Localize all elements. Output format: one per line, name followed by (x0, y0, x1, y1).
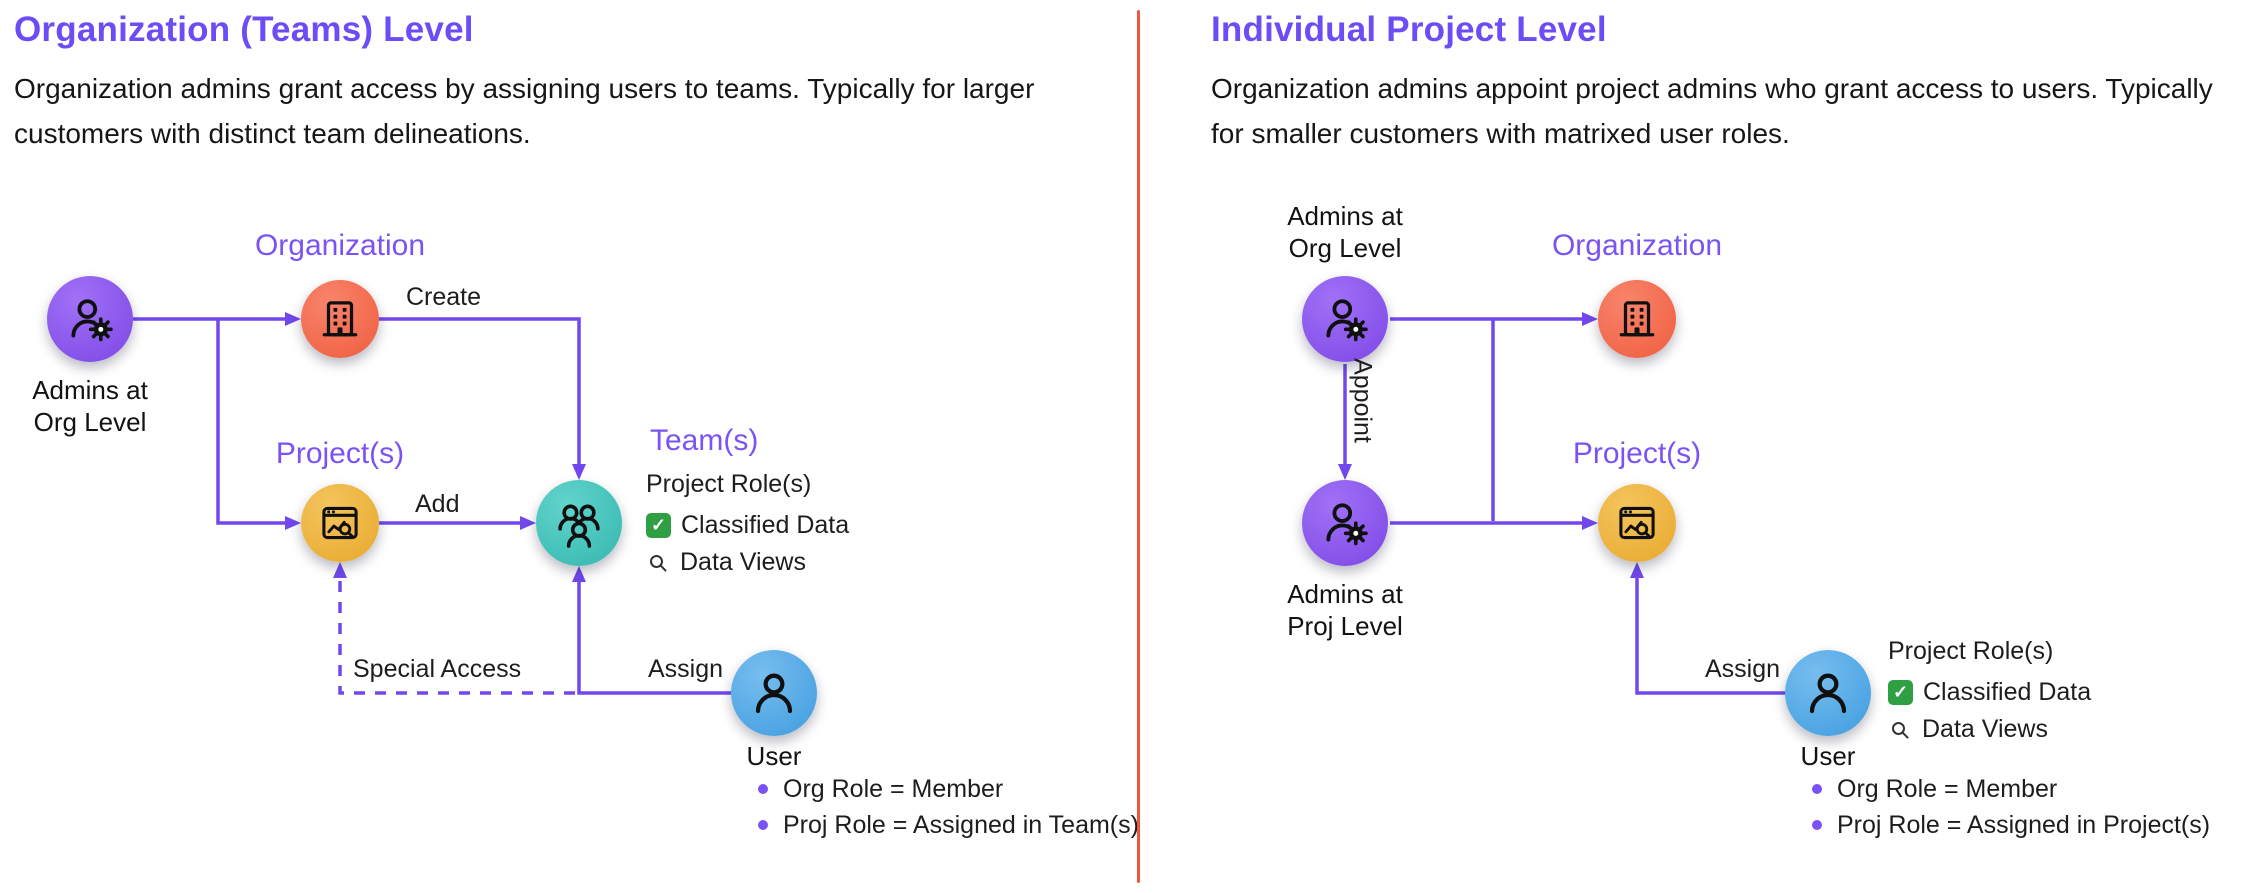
right-panel-title: Individual Project Level (1211, 10, 1607, 49)
team-label-left: Team(s) (650, 424, 759, 457)
dashboard-icon (1619, 506, 1655, 540)
edge-label-assign-right: Assign (1705, 655, 1781, 683)
user-notes-left: Org Role = Member Proj Role = Assigned i… (758, 775, 1139, 840)
organization-node-right (1598, 280, 1676, 358)
panel-divider (1137, 10, 1140, 883)
left-panel-title: Organization (Teams) Level (14, 10, 474, 49)
bullet-dot (758, 784, 768, 794)
note-proj-role-left: Proj Role = Assigned in Team(s) (758, 811, 1139, 840)
user-caption-left: User (746, 741, 802, 771)
project-roles-heading-left: Project Role(s) (646, 470, 812, 498)
note-org-role-left: Org Role = Member (758, 775, 1139, 804)
data-views-row-left: Data Views (646, 548, 849, 577)
building-icon (1619, 301, 1655, 337)
check-icon: ✓ (646, 513, 671, 538)
building-icon (322, 301, 358, 337)
admin-gear-icon (71, 299, 113, 342)
project-roles-heading-right: Project Role(s) (1888, 637, 2054, 665)
admin-gear-icon (1326, 299, 1368, 342)
edge-label-create: Create (406, 283, 482, 311)
user-icon (1809, 673, 1847, 714)
team-details-left: Project Role(s) ✓ Classified Data Data V… (646, 470, 849, 577)
magnifier-icon (650, 554, 667, 571)
note-org-role-right: Org Role = Member (1812, 775, 2210, 804)
admin-org-node-left (47, 276, 133, 362)
edge-label-assign-left: Assign (648, 655, 724, 683)
team-node-left (536, 480, 622, 566)
project-details-right: Project Role(s) ✓ Classified Data Data V… (1888, 637, 2091, 744)
user-icon (755, 673, 793, 714)
edge-label-special-access: Special Access (353, 655, 522, 683)
edge-admin-to-project-left (216, 319, 301, 530)
admin-org-node-right (1302, 276, 1388, 362)
left-panel-description: Organization admins grant access by assi… (14, 73, 1035, 149)
bullet-dot (1812, 820, 1822, 830)
project-label-left: Project(s) (275, 437, 405, 470)
project-node-left (301, 484, 379, 562)
organization-label-left: Organization (254, 229, 426, 262)
edge-label-appoint: Appoint (1348, 358, 1377, 443)
admin-gear-icon (1326, 503, 1368, 546)
classified-data-row-left: ✓ Classified Data (646, 511, 849, 540)
check-icon: ✓ (1888, 680, 1913, 705)
bullet-dot (1812, 784, 1822, 794)
admin-org-caption-right: Admins at Org Level (1287, 201, 1403, 263)
team-people-icon (558, 504, 600, 548)
classified-data-row-right: ✓ Classified Data (1888, 678, 2091, 707)
user-node-left (731, 650, 817, 736)
organization-node-left (301, 280, 379, 358)
magnifier-icon (1892, 721, 1909, 738)
data-views-row-right: Data Views (1888, 715, 2091, 744)
user-node-right (1785, 650, 1871, 736)
edge-label-add: Add (415, 490, 460, 518)
user-caption-right: User (1800, 741, 1856, 771)
project-label-right: Project(s) (1572, 437, 1702, 470)
project-node-right (1598, 484, 1676, 562)
organization-label-right: Organization (1551, 229, 1723, 262)
admin-org-caption-left: Admins at Org Level (32, 375, 148, 437)
admin-proj-node-right (1302, 480, 1388, 566)
user-notes-right: Org Role = Member Proj Role = Assigned i… (1812, 775, 2210, 840)
right-panel-description: Organization admins appoint project admi… (1211, 73, 2213, 149)
note-proj-role-right: Proj Role = Assigned in Project(s) (1812, 811, 2210, 840)
dashboard-icon (322, 506, 358, 540)
bullet-dot (758, 820, 768, 830)
admin-proj-caption-right: Admins at Proj Level (1287, 579, 1403, 641)
